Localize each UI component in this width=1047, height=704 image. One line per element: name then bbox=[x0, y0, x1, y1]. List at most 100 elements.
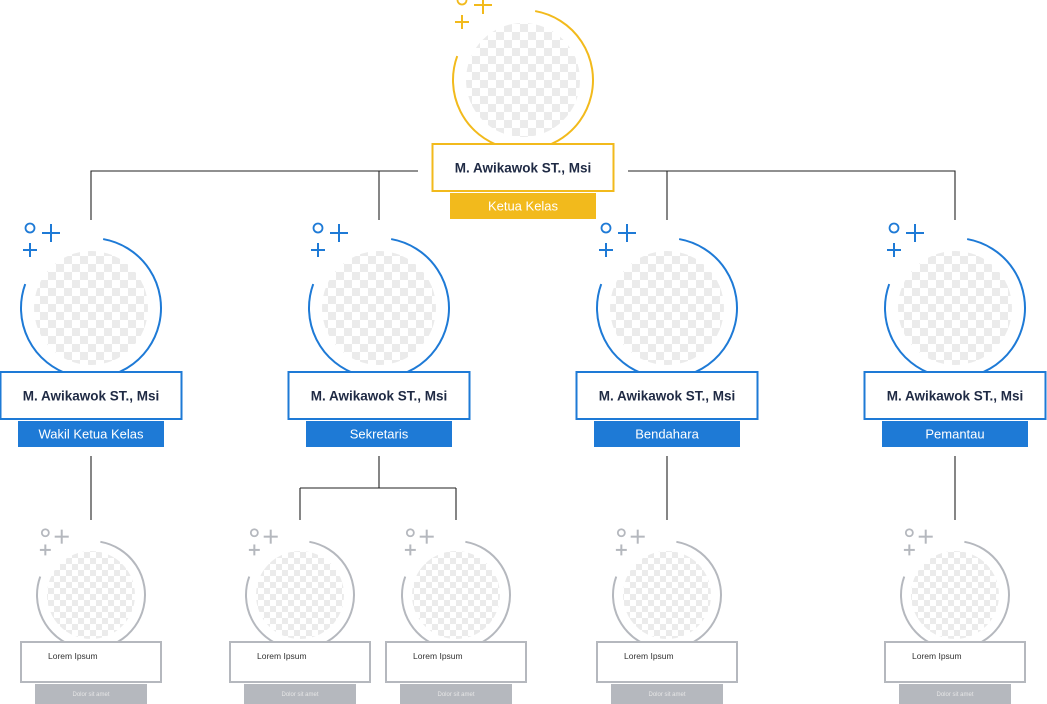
plus-icon bbox=[455, 15, 469, 29]
name-label: M. Awikawok ST., Msi bbox=[455, 161, 592, 176]
name-box bbox=[596, 641, 738, 683]
role-tag bbox=[450, 193, 596, 219]
name-box bbox=[287, 371, 471, 420]
photo-placeholder bbox=[911, 551, 999, 639]
ring-arc bbox=[452, 10, 594, 151]
name-label: Lorem Ipsum bbox=[624, 651, 674, 661]
connector-line bbox=[299, 456, 457, 520]
plus-icon bbox=[330, 224, 348, 242]
circle-icon bbox=[600, 222, 612, 234]
photo-placeholder bbox=[322, 251, 436, 365]
photo-placeholder bbox=[623, 551, 711, 639]
role-label: Dolor sit amet bbox=[648, 692, 685, 698]
plus-icon bbox=[39, 544, 51, 556]
name-label: M. Awikawok ST., Msi bbox=[23, 389, 160, 404]
role-tag bbox=[611, 684, 723, 704]
decoration bbox=[39, 528, 69, 556]
name-label: M. Awikawok ST., Msi bbox=[311, 389, 448, 404]
decoration bbox=[248, 528, 278, 556]
circle-icon bbox=[405, 528, 415, 538]
plus-icon bbox=[630, 529, 645, 544]
role-tag bbox=[899, 684, 1011, 704]
plus-icon bbox=[23, 243, 37, 257]
role-label: Bendahara bbox=[635, 427, 699, 442]
role-label: Dolor sit amet bbox=[936, 692, 973, 698]
name-box bbox=[884, 641, 1026, 683]
role-label: Sekretaris bbox=[350, 427, 409, 442]
photo-placeholder bbox=[898, 251, 1012, 365]
ring-arc bbox=[20, 238, 162, 379]
decoration bbox=[455, 0, 492, 29]
circle-icon bbox=[904, 528, 914, 538]
circle-icon bbox=[249, 528, 259, 538]
photo-placeholder bbox=[466, 23, 580, 137]
photo-placeholder bbox=[610, 251, 724, 365]
name-box bbox=[229, 641, 371, 683]
role-tag bbox=[882, 421, 1028, 447]
plus-icon bbox=[263, 529, 278, 544]
circle-icon bbox=[616, 528, 626, 538]
role-tag bbox=[306, 421, 452, 447]
circle-icon bbox=[40, 528, 50, 538]
plus-icon bbox=[887, 243, 901, 257]
plus-icon bbox=[474, 0, 492, 14]
decoration bbox=[23, 222, 60, 257]
decoration bbox=[903, 528, 933, 556]
name-box bbox=[0, 371, 183, 420]
photo-placeholder bbox=[256, 551, 344, 639]
decoration bbox=[615, 528, 645, 556]
ring-arc bbox=[596, 238, 738, 379]
role-tag bbox=[594, 421, 740, 447]
role-label: Ketua Kelas bbox=[488, 199, 559, 214]
name-box bbox=[20, 641, 162, 683]
name-label: M. Awikawok ST., Msi bbox=[887, 389, 1024, 404]
plus-icon bbox=[419, 529, 434, 544]
name-box bbox=[385, 641, 527, 683]
photo-placeholder bbox=[34, 251, 148, 365]
connector-line bbox=[90, 170, 418, 220]
photo-placeholder bbox=[47, 551, 135, 639]
plus-icon bbox=[404, 544, 416, 556]
ring-arc bbox=[884, 238, 1026, 379]
name-label: Lorem Ipsum bbox=[912, 651, 962, 661]
connector-lines bbox=[90, 170, 956, 520]
plus-icon bbox=[618, 224, 636, 242]
plus-icon bbox=[311, 243, 325, 257]
name-box bbox=[431, 143, 615, 192]
role-label: Dolor sit amet bbox=[281, 692, 318, 698]
ring-arc bbox=[308, 238, 450, 379]
role-tag bbox=[35, 684, 147, 704]
plus-icon bbox=[54, 529, 69, 544]
role-tag bbox=[400, 684, 512, 704]
decoration bbox=[311, 222, 348, 257]
plus-icon bbox=[248, 544, 260, 556]
plus-icon bbox=[599, 243, 613, 257]
photo-placeholder bbox=[412, 551, 500, 639]
circle-icon bbox=[312, 222, 324, 234]
circle-icon bbox=[24, 222, 36, 234]
name-box bbox=[575, 371, 759, 420]
role-tag bbox=[18, 421, 164, 447]
role-label: Wakil Ketua Kelas bbox=[38, 427, 144, 442]
name-label: Lorem Ipsum bbox=[413, 651, 463, 661]
role-label: Dolor sit amet bbox=[72, 692, 109, 698]
decoration bbox=[887, 222, 924, 257]
circle-icon bbox=[456, 0, 468, 6]
plus-icon bbox=[903, 544, 915, 556]
name-box bbox=[863, 371, 1047, 420]
circle-icon bbox=[888, 222, 900, 234]
plus-icon bbox=[615, 544, 627, 556]
plus-icon bbox=[906, 224, 924, 242]
role-label: Pemantau bbox=[925, 427, 984, 442]
